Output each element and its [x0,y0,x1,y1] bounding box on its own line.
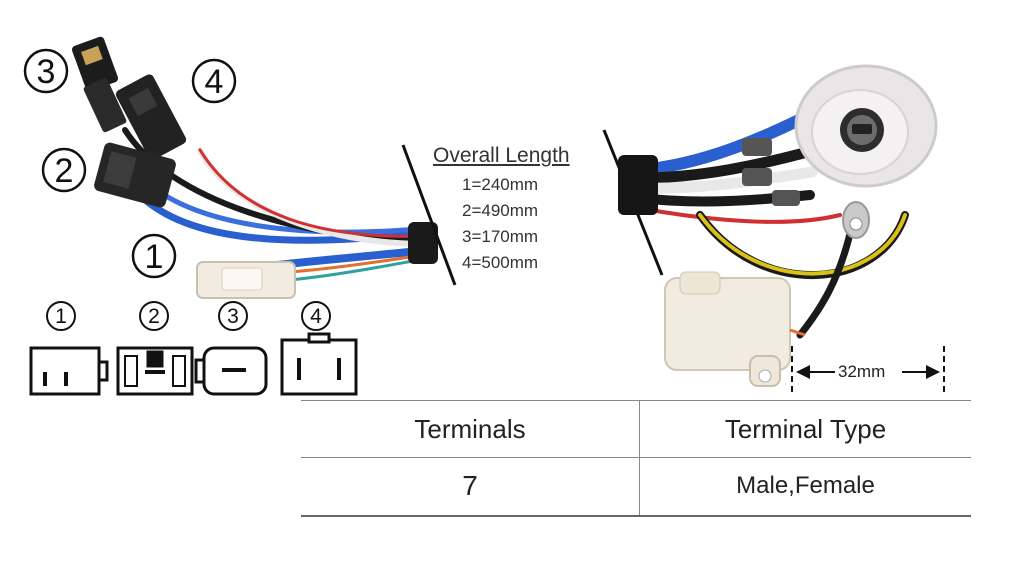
cut-mark-left [401,144,457,286]
spec-table-row: 7 Male,Female [301,458,971,514]
callout-label-1: 1 [144,238,164,276]
callout-label-2: 2 [54,152,74,190]
length-line-1: 1=240mm [462,175,539,194]
legend-label-3: 3 [227,305,239,328]
table-divider [639,401,640,515]
spec-value-terminals: 7 [462,470,478,501]
callout-circles [23,48,237,279]
length-line-2: 2=490mm [462,201,539,220]
wire-red [198,148,432,238]
connector-2-photo [94,142,176,208]
callout-label-4: 4 [204,63,224,101]
connector-1-photo [196,261,296,299]
connector-3-photo [71,36,127,133]
switch-connector-photo [664,271,806,387]
wire-blue-2 [147,182,433,235]
callout-circle-3 [23,48,69,94]
harness-tape [408,222,438,264]
legend-connector-3-icon [194,346,268,396]
length-line-3: 3=170mm [462,227,539,246]
dimension-32mm [791,346,945,392]
legend-connector-2-icon [116,346,194,396]
length-line-4: 4=500mm [462,253,539,272]
spec-value-terminal-type: Male,Female [736,472,875,499]
dimension-label: 32mm [838,362,886,381]
spec-table: Terminals Terminal Type 7 Male,Female [301,400,971,517]
legend-label-2: 2 [148,305,160,328]
ignition-switch-photo [794,64,938,239]
connector-legend [29,301,358,396]
spec-header-terminals: Terminals [414,413,526,444]
callout-circle-1 [131,233,177,279]
overall-length-title: Overall Length [433,144,570,167]
callout-circle-4 [191,58,237,104]
legend-label-1: 1 [55,305,67,328]
legend-connector-1-icon [29,346,109,396]
legend-label-4: 4 [310,305,322,328]
spec-header-terminal-type: Terminal Type [724,413,887,444]
spec-table-header-row: Terminals Terminal Type [301,401,971,458]
connector-4-photo [115,74,187,160]
callout-circle-2 [41,147,87,193]
legend-connector-4-icon [280,332,358,396]
callout-label-3: 3 [36,53,56,91]
